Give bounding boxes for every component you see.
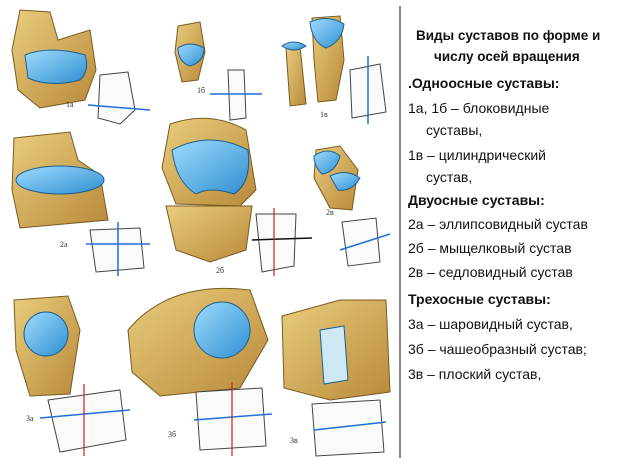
section-heading-triaxial: Трехосные суставы: xyxy=(408,291,551,307)
list-item: 1а, 1б – блоковидные xyxy=(408,100,550,116)
figure-3v-plane-joint xyxy=(281,299,391,457)
figure-label-3a: 3а xyxy=(26,414,34,423)
list-item: 3в – плоский сустав, xyxy=(408,366,542,382)
figure-1a-ankle-joint xyxy=(11,9,151,125)
figure-label-3v: 3в xyxy=(290,436,298,445)
figure-2v-saddle-joint xyxy=(313,145,391,267)
section-heading-uniaxial: .Одноосные суставы: xyxy=(408,75,560,91)
figure-3b-cup-joint xyxy=(127,287,273,456)
figure-label-2a: 2а xyxy=(60,240,68,249)
figure-1b-hinge-joint xyxy=(174,21,262,121)
list-item: 2б – мыщелковый сустав xyxy=(408,240,572,256)
list-item: 3б – чашеобразный сустав; xyxy=(408,341,587,357)
page-title-line-2: числу осей вращения xyxy=(434,49,580,64)
figure-3a-ball-joint xyxy=(13,295,131,456)
list-item: 1в – цилиндрический xyxy=(408,147,546,163)
figure-label-1a: 1а xyxy=(66,100,74,109)
legend-panel: Виды суставов по форме и числу осей вращ… xyxy=(404,0,618,464)
vertical-divider xyxy=(399,6,401,458)
joints-illustration xyxy=(11,9,391,457)
list-item: сустав, xyxy=(426,169,473,185)
figure-label-1b: 1б xyxy=(197,86,206,95)
figure-2a-ellipsoid-joint xyxy=(11,131,150,276)
figure-2b-condylar-joint xyxy=(161,117,313,276)
list-item: 2а – эллипсовидный сустав xyxy=(408,216,588,232)
figure-label-2v: 2в xyxy=(326,208,334,217)
page-title-line-1: Виды суставов по форме и xyxy=(416,28,601,43)
list-item: 2в – седловидный сустав xyxy=(408,264,573,280)
figure-1v-cylindrical-joint xyxy=(281,15,387,124)
list-item: 3а – шаровидный сустав, xyxy=(408,316,573,332)
figure-label-2b: 2б xyxy=(216,266,225,275)
figure-label-3b: 3б xyxy=(168,430,177,439)
list-item: суставы, xyxy=(426,122,483,138)
figure-label-1v: 1в xyxy=(320,110,328,119)
section-heading-biaxial: Двуосные суставы: xyxy=(408,192,545,208)
